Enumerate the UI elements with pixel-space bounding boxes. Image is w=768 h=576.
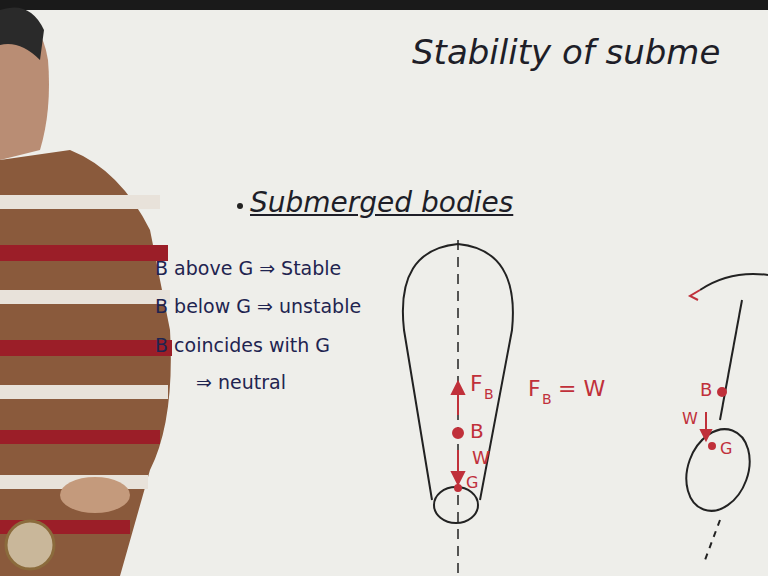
board-frame	[0, 0, 768, 10]
weight-label: W	[682, 410, 698, 428]
axis-line	[457, 240, 459, 575]
rule-text: B coincides with G	[155, 335, 330, 356]
force-subscript: B	[484, 387, 494, 402]
equation-subscript: B	[542, 392, 552, 407]
point-label: B	[700, 380, 712, 400]
point-label: G	[720, 440, 732, 458]
equation-text: F	[528, 377, 541, 401]
board-title: Stability of subme	[412, 34, 720, 71]
weight-label: W	[472, 448, 490, 468]
point-label: B	[470, 420, 484, 442]
force-label: F	[470, 372, 483, 396]
submerged-body	[403, 244, 513, 523]
point-label: G	[466, 474, 478, 492]
tilted-body	[675, 274, 768, 560]
rule-text: B below G ⇒ unstable	[155, 296, 361, 317]
equation-text: = W	[558, 377, 605, 401]
rule-text: ⇒ neutral	[196, 372, 286, 393]
force-markers	[452, 382, 464, 491]
rule-text: B above G ⇒ Stable	[155, 258, 341, 279]
lecturer	[0, 8, 172, 576]
section-heading: Submerged bodies	[250, 188, 513, 219]
